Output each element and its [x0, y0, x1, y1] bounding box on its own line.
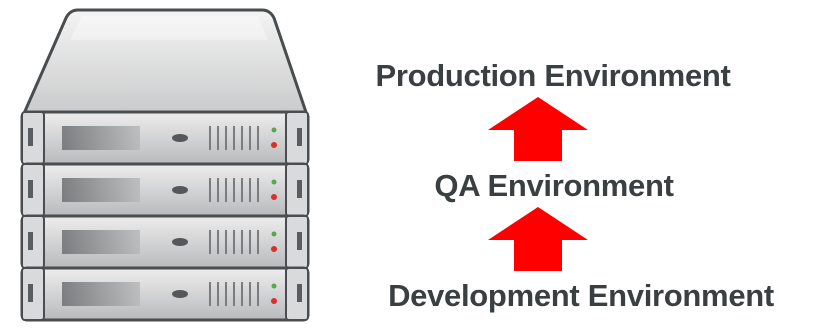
production-environment-label: Production Environment	[375, 58, 731, 93]
server-unit-2	[20, 162, 310, 218]
development-environment-label: Development Environment	[388, 278, 774, 313]
server-rack-icon	[20, 8, 310, 322]
server-unit-4	[20, 266, 310, 322]
arrow-up-icon	[488, 97, 588, 161]
server-unit-1	[20, 110, 310, 166]
arrow-up-icon	[488, 207, 588, 271]
qa-environment-label: QA Environment	[434, 168, 674, 203]
server-unit-3	[20, 214, 310, 270]
